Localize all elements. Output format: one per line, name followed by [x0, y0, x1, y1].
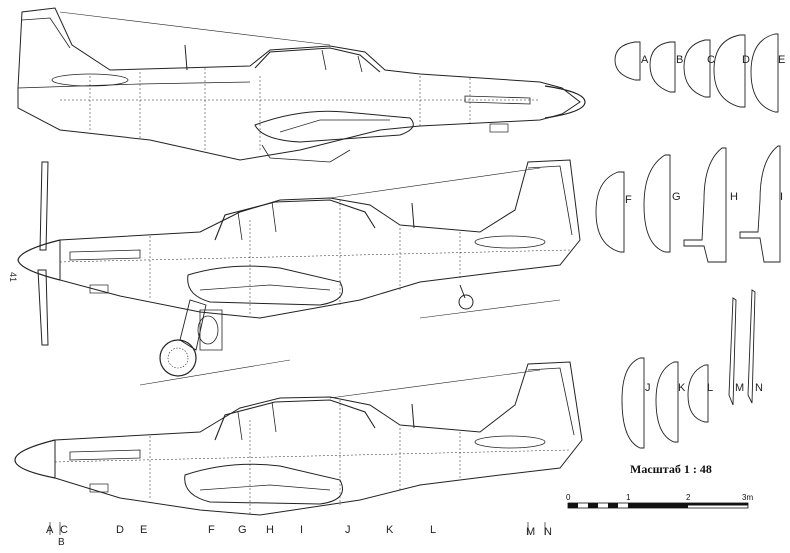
page-number: 41	[8, 271, 19, 283]
station-label-l: L	[430, 524, 437, 536]
station-label-k: K	[386, 524, 394, 536]
profile-j	[621, 357, 645, 449]
profile-i	[739, 145, 781, 263]
section-profiles	[595, 33, 781, 449]
station-label-g: G	[238, 524, 247, 536]
side-view-top	[17, 7, 586, 163]
scale-tick-0: 0	[566, 493, 571, 502]
profile-label-g: G	[672, 191, 681, 203]
profile-d	[713, 34, 746, 108]
profile-g	[643, 154, 671, 253]
profile-label-d: D	[742, 54, 750, 66]
profile-a	[614, 41, 641, 81]
scale-tick-2: 2	[686, 493, 691, 502]
profile-e	[750, 33, 779, 113]
station-label-d: D	[116, 524, 124, 536]
profile-label-e: E	[778, 54, 786, 66]
scale-title: Масштаб 1 : 48	[630, 462, 712, 476]
scale-tick-1: 1	[626, 493, 631, 502]
profile-label-f: F	[625, 194, 632, 206]
profile-k	[655, 361, 679, 443]
profile-label-b: B	[676, 54, 684, 66]
station-label-c: C	[60, 524, 68, 536]
profile-label-c: C	[707, 54, 715, 66]
profile-h	[683, 147, 727, 263]
profile-label-l: L	[707, 382, 714, 394]
profile-f	[595, 171, 625, 253]
profile-label-a: A	[641, 54, 649, 66]
profile-l	[687, 364, 709, 423]
profile-label-m: M	[735, 382, 745, 394]
station-label-f: F	[208, 524, 215, 536]
scale-bar	[567, 502, 749, 509]
profile-label-k: K	[678, 382, 686, 394]
profile-label-n: N	[755, 382, 763, 394]
station-label-h: H	[266, 524, 274, 536]
profile-b	[649, 41, 676, 93]
station-label-n: N	[544, 526, 552, 538]
profile-m	[728, 297, 737, 406]
profile-label-i: I	[780, 191, 784, 203]
station-label-b: B	[58, 537, 65, 548]
profile-n	[747, 289, 756, 404]
station-label-e: E	[140, 524, 148, 536]
profile-label-h: H	[730, 191, 738, 203]
side-view-bottom	[14, 361, 583, 535]
side-view-middle	[17, 159, 581, 386]
profile-label-j: J	[645, 382, 651, 394]
station-label-j: J	[345, 524, 351, 536]
scale-tick-3: 3m	[742, 493, 754, 502]
station-label-m: M	[526, 526, 536, 538]
station-label-i: I	[300, 524, 304, 536]
profile-c	[683, 39, 711, 98]
station-label-a: A	[46, 524, 54, 536]
